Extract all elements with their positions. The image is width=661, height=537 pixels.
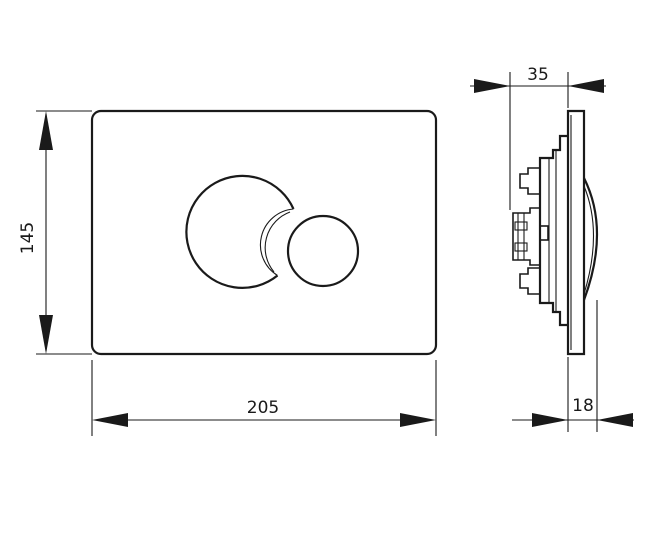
side-bottom-clip (519, 267, 540, 295)
height-label: 145 (18, 222, 38, 254)
side-mounting-frame (538, 134, 568, 327)
height-arrow-top (39, 111, 53, 150)
depth-plate-dimension: 18 (512, 300, 634, 432)
height-dimension: 145 (18, 110, 92, 355)
flush-plate-outline (90, 109, 438, 356)
height-arrow-bottom (39, 315, 53, 354)
width-arrow-left (92, 413, 128, 427)
small-flush-button (286, 214, 360, 288)
side-pin (539, 225, 549, 241)
large-flush-button (185, 174, 295, 289)
side-top-clip (519, 167, 540, 195)
side-button-profile-inner (583, 185, 594, 295)
side-actuator-block (512, 207, 540, 266)
front-view (90, 109, 438, 356)
large-button-recess-edge-inner (264, 211, 291, 273)
side-actuator-detail-1 (514, 221, 528, 231)
side-button-profile (582, 177, 599, 301)
width-dimension: 205 (91, 360, 437, 436)
width-label: 205 (247, 398, 279, 418)
side-plate-outer (566, 109, 586, 356)
depth-total-arrow-right (568, 79, 604, 93)
side-view (512, 109, 599, 356)
depth-plate-arrow-right (597, 413, 633, 427)
width-arrow-right (400, 413, 436, 427)
depth-plate-arrow-left (532, 413, 568, 427)
depth-total-arrow-left (474, 79, 510, 93)
depth-total-dimension: 35 (470, 65, 606, 210)
depth-plate-label: 18 (572, 396, 594, 416)
side-actuator-detail-2 (514, 242, 528, 252)
large-button-recess-edge (259, 208, 294, 276)
depth-total-label: 35 (527, 65, 549, 85)
